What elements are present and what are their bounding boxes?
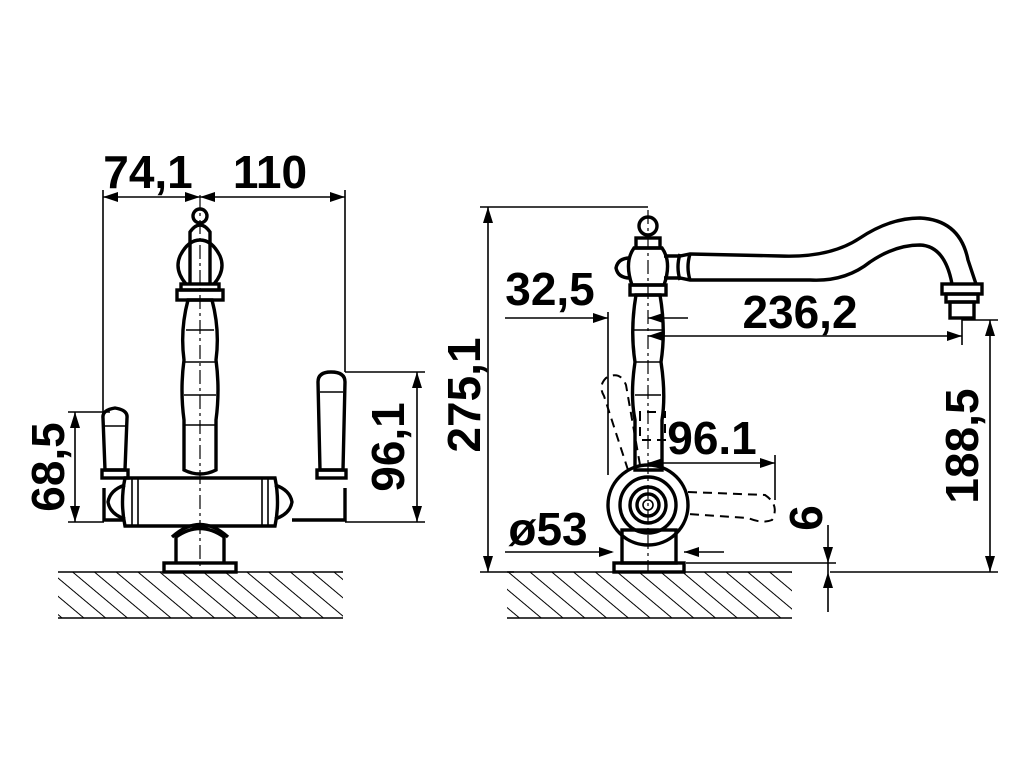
front-right-lever: [292, 370, 348, 522]
side-base-diameter-dimension: ø53: [505, 503, 724, 557]
front-left-lever: [100, 406, 130, 522]
front-body: [106, 476, 294, 528]
side-total-height-dimension: 275,1: [438, 206, 648, 573]
side-spout-height-dimension: 188,5: [830, 319, 998, 573]
dim-spout-reach: 236,2: [742, 286, 857, 338]
side-handle-reach-dimension: 96.1: [648, 412, 776, 500]
front-view: 74,1 110 68,5 96,1: [22, 146, 425, 619]
front-left-height-dimension: 68,5: [22, 411, 110, 523]
dim-handle-reach: 96.1: [667, 412, 757, 464]
side-spout-reach-dimension: 236,2: [648, 286, 963, 345]
dim-width-left: 74,1: [103, 146, 193, 198]
front-width-dimension: 74,1 110: [102, 146, 346, 415]
side-lever-dashed: [600, 374, 776, 523]
side-floor-hatch: [507, 572, 792, 618]
side-base: [612, 528, 686, 574]
dim-left-lever-height: 68,5: [22, 422, 74, 512]
dim-width-right: 110: [233, 146, 307, 198]
side-view: 275,1 32,5 236,2 188,5: [438, 206, 998, 619]
front-floor-hatch: [58, 572, 343, 618]
dim-spout-height: 188,5: [936, 388, 988, 503]
dim-base-gap: 6: [780, 505, 832, 531]
dim-right-lever-height: 96,1: [362, 402, 414, 492]
dim-spout-offset: 32,5: [505, 263, 595, 315]
side-spout-offset-dimension: 32,5: [505, 263, 688, 475]
front-right-height-dimension: 96,1: [345, 371, 425, 523]
dim-total-height: 275,1: [438, 337, 490, 452]
side-column: [614, 215, 670, 472]
dim-base-diameter: ø53: [508, 503, 587, 555]
side-base-gap-dimension: 6: [686, 505, 836, 612]
